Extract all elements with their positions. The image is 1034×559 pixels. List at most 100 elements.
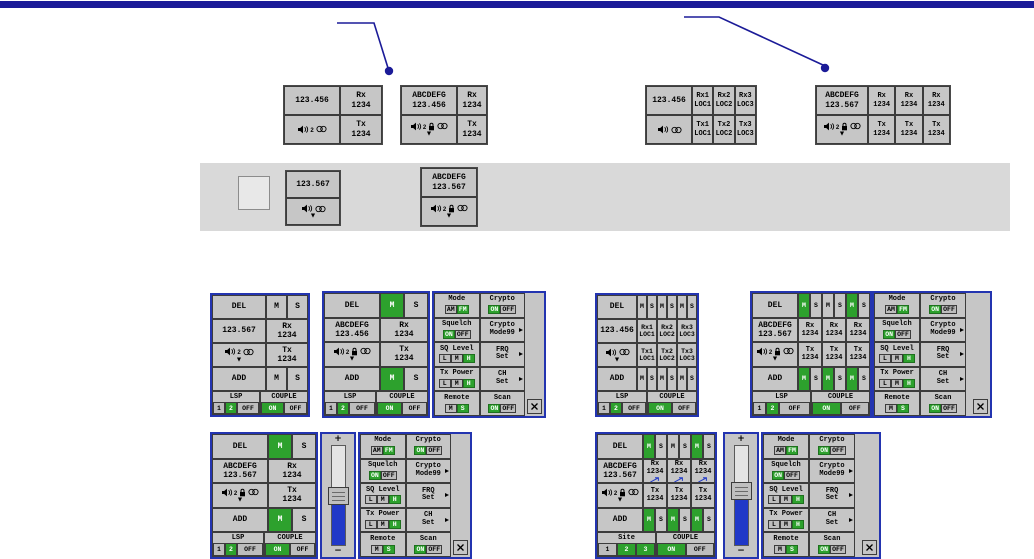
lsp-option-1[interactable]: 1 — [213, 543, 225, 556]
remote-option-m[interactable]: M — [370, 544, 383, 554]
rx-cell[interactable]: Rx3 LOC3 — [677, 319, 697, 343]
monitor-cell[interactable]: M — [268, 434, 292, 459]
lsp-option-off[interactable]: OFF — [237, 543, 263, 556]
squelch-option-on[interactable]: ON — [368, 470, 381, 480]
mode-option-am[interactable]: AM — [444, 305, 457, 315]
mode-option-am[interactable]: AM — [774, 446, 786, 456]
squelch-option-on[interactable]: ON — [883, 329, 896, 339]
couple-option-off[interactable]: OFF — [672, 402, 696, 414]
add-button[interactable]: ADD — [597, 507, 643, 533]
add-button[interactable]: ADD — [212, 367, 266, 391]
tx-power-option-m[interactable]: M — [891, 378, 903, 388]
tx-cell[interactable]: Tx 1234 — [691, 483, 715, 508]
crypto-option-off[interactable]: OFF — [941, 305, 957, 315]
rx-cell[interactable]: Rx 1234 — [798, 317, 822, 343]
monitor-cell[interactable]: M — [266, 295, 287, 319]
select-cell[interactable]: S — [687, 295, 697, 319]
tx-cell[interactable]: Tx 1234 — [895, 115, 923, 144]
monitor-cell[interactable]: M — [822, 366, 834, 392]
sq-level-option-m[interactable]: M — [780, 495, 792, 505]
couple-option-on[interactable]: ON — [265, 543, 290, 556]
frequency-cell[interactable]: 123.456 — [646, 86, 692, 115]
monitor-cell[interactable]: M — [380, 366, 404, 392]
crypto-mode-button[interactable]: Crypto Mode99 — [405, 458, 451, 484]
tx-cell[interactable]: Tx 1234 — [340, 115, 382, 144]
tx-power-option-l[interactable]: L — [768, 519, 780, 529]
crypto-option-on[interactable]: ON — [488, 305, 501, 315]
monitor-cell[interactable]: M — [677, 295, 687, 319]
tx-power-option-l[interactable]: L — [364, 519, 377, 529]
select-cell[interactable]: S — [287, 295, 308, 319]
select-cell[interactable]: S — [647, 295, 657, 319]
frequency-cell[interactable]: ABCDEFG 123.567 — [816, 86, 868, 115]
tx-cell[interactable]: Tx 1234 — [268, 483, 316, 508]
monitor-cell[interactable]: M — [268, 507, 292, 533]
close-button[interactable] — [862, 540, 877, 555]
frequency-cell[interactable]: ABCDEFG 123.567 — [597, 458, 643, 484]
rx-cell[interactable]: Rx 1234 — [822, 317, 846, 343]
site-option-1[interactable]: 1 — [598, 543, 617, 556]
scan-option-off[interactable]: OFF — [500, 403, 517, 413]
close-button[interactable] — [973, 399, 988, 414]
select-cell[interactable]: S — [292, 434, 316, 459]
monitor-cell[interactable]: M — [846, 293, 858, 318]
add-button[interactable]: ADD — [212, 507, 268, 533]
couple-option-on[interactable]: ON — [812, 402, 841, 415]
sq-level-option-m[interactable]: M — [376, 495, 389, 505]
select-cell[interactable]: S — [679, 507, 691, 533]
volume-up-button[interactable]: + — [737, 434, 745, 444]
lsp-option-2[interactable]: 2 — [610, 402, 622, 414]
crypto-option-off[interactable]: OFF — [500, 305, 517, 315]
del-button[interactable]: DEL — [752, 293, 798, 318]
tx-cell[interactable]: Tx 1234 — [922, 115, 950, 144]
rx-cell[interactable]: Rx 1234 — [266, 319, 308, 343]
scan-option-on[interactable]: ON — [929, 403, 942, 413]
select-cell[interactable]: S — [703, 434, 715, 459]
remote-option-s[interactable]: S — [456, 403, 469, 413]
mode-option-am[interactable]: AM — [370, 446, 383, 456]
couple-option-off[interactable]: OFF — [840, 402, 869, 415]
monitor-cell[interactable]: M — [657, 295, 667, 319]
tx-cell[interactable]: Tx3 LOC3 — [677, 343, 697, 367]
select-cell[interactable]: S — [404, 366, 428, 392]
volume-slider-handle[interactable] — [327, 487, 349, 506]
status-cell[interactable] — [646, 115, 692, 144]
couple-option-off[interactable]: OFF — [402, 402, 427, 415]
tx-cell[interactable]: Tx1 LOC1 — [637, 343, 657, 367]
frq-set-button[interactable]: FRQ Set — [809, 483, 855, 508]
site-option-3[interactable]: 3 — [636, 543, 655, 556]
couple-option-off[interactable]: OFF — [290, 543, 315, 556]
status-cell[interactable]: 2 ▼ — [212, 483, 268, 508]
couple-option-on[interactable]: ON — [648, 402, 672, 414]
frequency-cell[interactable]: ABCDEFG 123.567 — [752, 317, 798, 343]
monitor-cell[interactable]: M — [846, 366, 858, 392]
crypto-option-on[interactable]: ON — [929, 305, 942, 315]
frequency-cell[interactable]: 123.567 — [286, 171, 340, 198]
select-cell[interactable]: S — [687, 367, 697, 391]
crypto-option-off[interactable]: OFF — [830, 446, 846, 456]
monitor-cell[interactable]: M — [637, 367, 647, 391]
add-button[interactable]: ADD — [597, 367, 637, 391]
squelch-option-on[interactable]: ON — [442, 329, 455, 339]
rx-cell[interactable]: Rx 1234 — [340, 86, 382, 115]
sq-level-option-l[interactable]: L — [879, 354, 891, 364]
monitor-cell[interactable]: M — [380, 293, 404, 318]
select-cell[interactable]: S — [703, 507, 715, 533]
select-cell[interactable]: S — [655, 507, 667, 533]
monitor-cell[interactable]: M — [266, 367, 287, 391]
tx-cell[interactable]: Tx 1234 — [868, 115, 896, 144]
frequency-cell[interactable]: ABCDEFG 123.567 — [212, 458, 268, 484]
